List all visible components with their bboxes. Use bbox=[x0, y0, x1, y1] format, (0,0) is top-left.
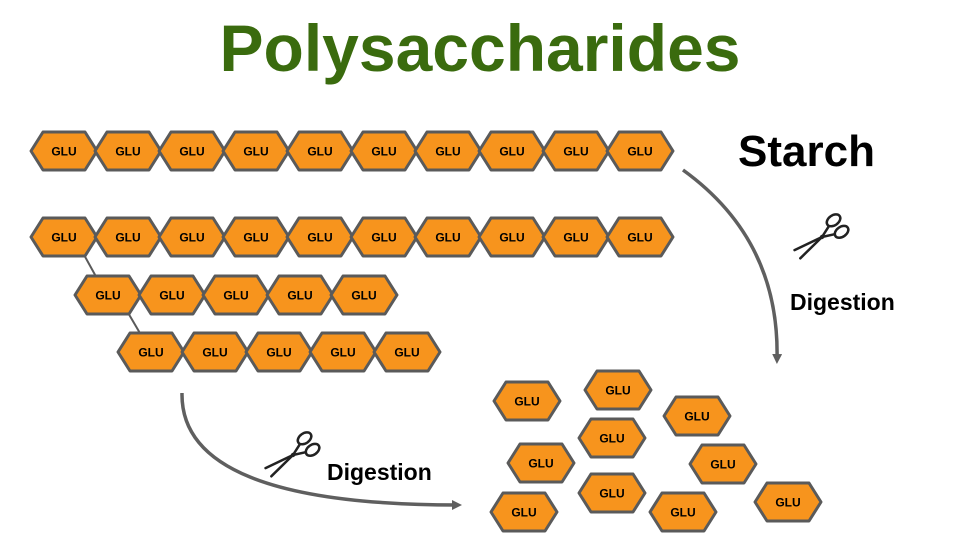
glu-unit-free: GLU bbox=[583, 369, 653, 411]
glu-label: GLU bbox=[394, 346, 419, 360]
glu-unit-chain: GLU bbox=[413, 130, 483, 172]
glu-unit-free: GLU bbox=[648, 491, 718, 533]
glu-unit-chain: GLU bbox=[157, 130, 227, 172]
glu-unit-chain: GLU bbox=[221, 130, 291, 172]
glu-unit-chain: GLU bbox=[29, 130, 99, 172]
glu-label: GLU bbox=[371, 231, 396, 245]
glu-label: GLU bbox=[371, 145, 396, 159]
glu-label: GLU bbox=[499, 145, 524, 159]
glu-label: GLU bbox=[563, 145, 588, 159]
glu-label: GLU bbox=[528, 457, 553, 471]
glu-unit-branch-1: GLU bbox=[137, 274, 207, 316]
glu-label: GLU bbox=[307, 145, 332, 159]
glu-label: GLU bbox=[599, 487, 624, 501]
glu-label: GLU bbox=[266, 346, 291, 360]
glu-unit-branched: GLU bbox=[29, 216, 99, 258]
glu-label: GLU bbox=[499, 231, 524, 245]
glu-label: GLU bbox=[202, 346, 227, 360]
glu-label: GLU bbox=[775, 496, 800, 510]
glu-unit-branched: GLU bbox=[221, 216, 291, 258]
glu-unit-branched: GLU bbox=[157, 216, 227, 258]
glu-label: GLU bbox=[95, 289, 120, 303]
glu-unit-free: GLU bbox=[577, 417, 647, 459]
glu-label: GLU bbox=[605, 384, 630, 398]
glu-label: GLU bbox=[599, 432, 624, 446]
glu-unit-branch-1: GLU bbox=[73, 274, 143, 316]
glu-unit-free: GLU bbox=[662, 395, 732, 437]
glu-unit-branch-2: GLU bbox=[308, 331, 378, 373]
glu-label: GLU bbox=[243, 145, 268, 159]
page-title: Polysaccharides bbox=[219, 11, 741, 85]
glu-label: GLU bbox=[627, 145, 652, 159]
glu-unit-free: GLU bbox=[753, 481, 823, 523]
glu-unit-branch-2: GLU bbox=[372, 331, 442, 373]
glu-unit-chain: GLU bbox=[285, 130, 355, 172]
glu-unit-branched: GLU bbox=[605, 216, 675, 258]
glu-label: GLU bbox=[223, 289, 248, 303]
digestion-arrow-right bbox=[681, 168, 783, 364]
glu-label: GLU bbox=[435, 145, 460, 159]
glu-label: GLU bbox=[115, 145, 140, 159]
glu-unit-chain: GLU bbox=[541, 130, 611, 172]
glu-label: GLU bbox=[511, 506, 536, 520]
glu-unit-branch-2: GLU bbox=[116, 331, 186, 373]
glu-label: GLU bbox=[179, 231, 204, 245]
glu-unit-branch-1: GLU bbox=[265, 274, 335, 316]
glu-label: GLU bbox=[115, 231, 140, 245]
glu-label: GLU bbox=[627, 231, 652, 245]
glu-label: GLU bbox=[435, 231, 460, 245]
glu-label: GLU bbox=[287, 289, 312, 303]
glu-unit-chain: GLU bbox=[477, 130, 547, 172]
glu-label: GLU bbox=[51, 231, 76, 245]
glu-label: GLU bbox=[684, 410, 709, 424]
glu-unit-chain: GLU bbox=[93, 130, 163, 172]
glu-label: GLU bbox=[330, 346, 355, 360]
glu-unit-branched: GLU bbox=[285, 216, 355, 258]
glu-unit-free: GLU bbox=[506, 442, 576, 484]
glu-label: GLU bbox=[179, 145, 204, 159]
glu-unit-chain: GLU bbox=[605, 130, 675, 172]
glu-unit-branched: GLU bbox=[541, 216, 611, 258]
glu-label: GLU bbox=[514, 395, 539, 409]
glu-unit-branched: GLU bbox=[477, 216, 547, 258]
digestion-arrow-bottom bbox=[180, 392, 462, 510]
glu-label: GLU bbox=[159, 289, 184, 303]
digestion-label-bottom: Digestion bbox=[327, 459, 432, 485]
glu-label: GLU bbox=[563, 231, 588, 245]
glu-unit-branched: GLU bbox=[93, 216, 163, 258]
starch-label: Starch bbox=[738, 127, 875, 176]
glu-unit-branch-1: GLU bbox=[201, 274, 271, 316]
glu-label: GLU bbox=[51, 145, 76, 159]
glu-unit-free: GLU bbox=[492, 380, 562, 422]
scissors-icon bbox=[793, 213, 850, 260]
glu-unit-chain: GLU bbox=[349, 130, 419, 172]
glu-unit-free: GLU bbox=[688, 443, 758, 485]
glu-label: GLU bbox=[307, 231, 332, 245]
glu-unit-free: GLU bbox=[577, 472, 647, 514]
glu-label: GLU bbox=[138, 346, 163, 360]
glu-unit-branch-2: GLU bbox=[244, 331, 314, 373]
glu-label: GLU bbox=[243, 231, 268, 245]
digestion-label-right: Digestion bbox=[790, 289, 895, 315]
glu-unit-branch-2: GLU bbox=[180, 331, 250, 373]
glucose-units: GLU GLU GLU GLU GLU GLU GLU GLU GLU GLU GLU GLU GLU G… bbox=[29, 130, 823, 533]
glu-unit-branch-1: GLU bbox=[329, 274, 399, 316]
glu-label: GLU bbox=[351, 289, 376, 303]
glu-unit-free: GLU bbox=[489, 491, 559, 533]
glu-label: GLU bbox=[710, 458, 735, 472]
glu-label: GLU bbox=[670, 506, 695, 520]
scissors-icon bbox=[264, 431, 321, 478]
glu-unit-branched: GLU bbox=[413, 216, 483, 258]
glu-unit-branched: GLU bbox=[349, 216, 419, 258]
